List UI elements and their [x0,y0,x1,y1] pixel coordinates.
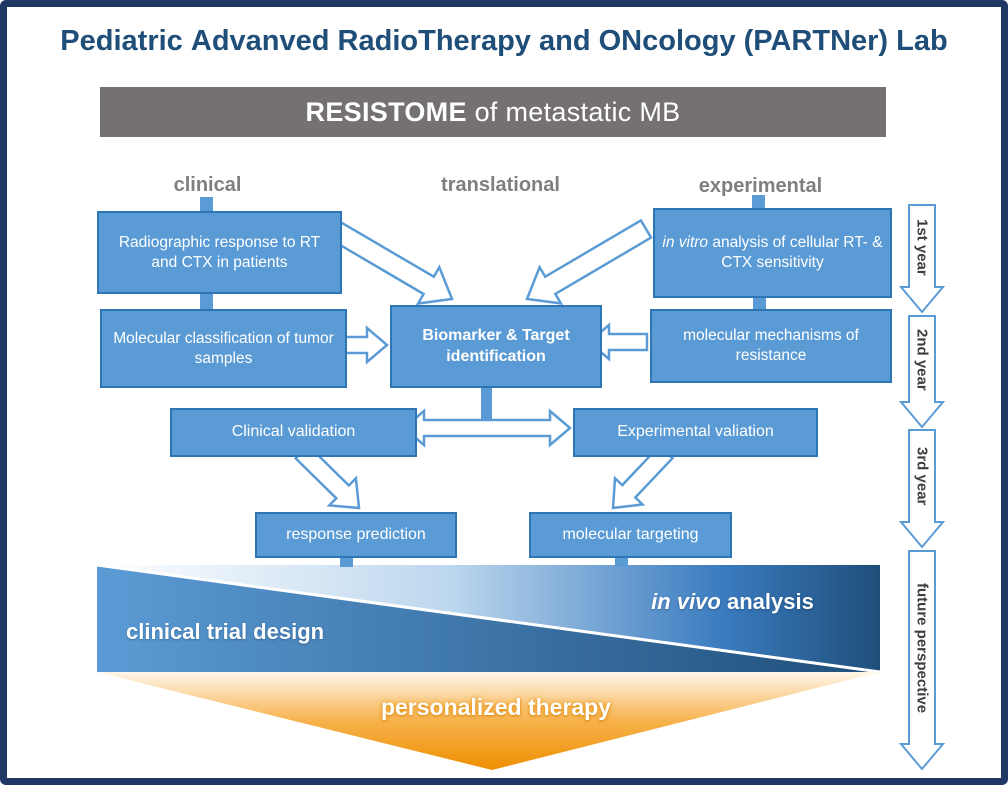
arrow-experimental-validation-to-molecular-targeting [611,444,675,510]
box-in-vitro-analysis: in vitro analysis of cellular RT- & CTX … [653,208,892,298]
funnel-diagonal-line [96,563,881,674]
timeline-arrow-1st-year [898,204,946,314]
title-part: ON [598,25,643,57]
arrow-clinical-to-biomarker [329,220,454,306]
box-label: Radiographic response to RT and CTX in p… [118,233,321,271]
timeline-label-3rd-year: 3rd year [913,446,931,506]
column-label-experimental: experimental [698,175,823,197]
title-part: dvanved [211,25,338,57]
box-label: Biomarker & Target identification [422,327,570,365]
in-vivo-analysis-label: in vivo analysis [600,589,865,615]
box-label: Molecular classification of tumor sample… [113,329,334,367]
title-part: P [60,25,80,57]
personalized-therapy-label: personalized therapy [380,694,612,720]
connector [481,378,492,422]
box-label: Experimental valiation [617,423,774,441]
arrow-experimental-to-biomarker [525,218,653,305]
in-vitro-italic: in vitro [662,234,709,252]
title-part: T [418,25,436,57]
banner-highlight: RESISTOME [305,96,467,127]
column-label-clinical: clinical [173,174,242,196]
title-part: adio [358,25,419,57]
timeline-label-future-perspective: future perspective [913,582,931,714]
box-label: response prediction [286,525,426,543]
connector [200,197,213,212]
box-response-prediction: response prediction [255,512,457,558]
arrow-validation-bidirectional [402,408,572,448]
in-vivo-italic: in vivo [651,589,721,614]
timeline-arrow-future-perspective [898,550,946,771]
timeline-label-2nd-year: 2nd year [913,329,931,391]
box-radiographic-response: Radiographic response to RT and CTX in p… [97,211,342,294]
box-label: in vitro analysis of cellular RT- & CTX … [661,233,884,273]
box-label: molecular targeting [562,525,699,543]
in-vivo-rest: analysis [720,589,814,614]
resistome-banner: RESISTOME of metastatic MB [100,87,886,137]
box-label: molecular mechanisms of resistance [683,327,859,364]
clinical-trial-design-label: clinical trial design [126,619,325,644]
banner-rest: of metastatic MB [466,96,681,127]
title-part: cology (PARTNer) Lab [642,25,948,57]
box-label: Clinical validation [231,423,356,441]
box-molecular-classification: Molecular classification of tumor sample… [100,309,347,388]
title-part: ediatric [79,25,191,57]
page-title: Pediatric Advanved RadioTherapy and ONco… [30,25,978,58]
box-biomarker-target-identification: Biomarker & Target identification [390,305,602,388]
title-part: herapy and [435,25,599,57]
in-vitro-rest: analysis of cellular RT- & CTX sensitivi… [708,234,883,271]
box-clinical-validation: Clinical validation [170,408,417,457]
connector [752,195,765,209]
timeline-label-1st-year: 1st year [913,218,931,276]
box-molecular-mechanisms: molecular mechanisms of resistance [650,309,892,383]
column-label-translational: translational [441,174,560,196]
personalized-therapy-triangle [97,672,880,770]
arrows [293,204,946,771]
box-molecular-targeting: molecular targeting [529,512,732,558]
title-part: A [190,25,212,57]
timeline-arrow-2nd-year [898,315,946,429]
title-part: R [337,25,359,57]
box-experimental-validation: Experimental valiation [573,408,818,457]
timeline-arrow-3rd-year [898,429,946,549]
